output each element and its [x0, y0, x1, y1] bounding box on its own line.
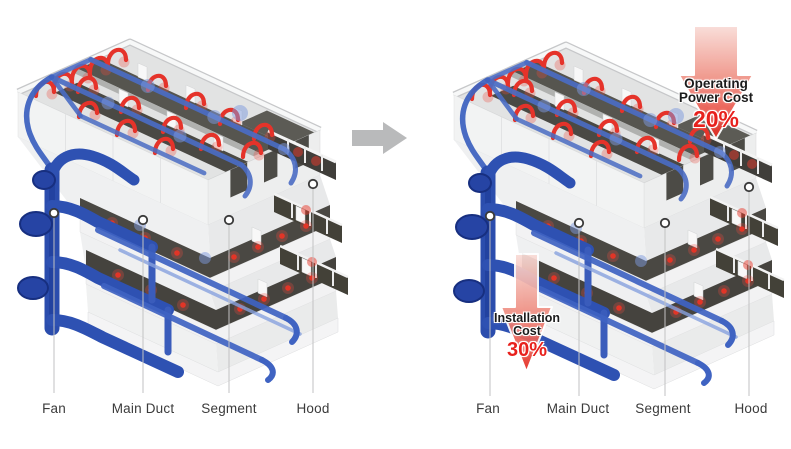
- operating-cost-label-line2: Power Cost: [678, 90, 754, 106]
- transition-right-arrow-icon: [352, 122, 407, 154]
- label-segment-left: Segment: [201, 401, 257, 416]
- installation-cost-callout: Installation Cost 30%: [494, 311, 560, 361]
- installation-cost-value: 30%: [506, 338, 548, 361]
- installation-cost-label-line2: Cost: [513, 324, 541, 339]
- building-illustration-left: [18, 42, 348, 393]
- operating-cost-label-line1: Operating: [684, 76, 748, 91]
- operating-power-cost-callout: Operating Power Cost 20%: [678, 76, 754, 132]
- label-fan-right: Fan: [476, 401, 500, 416]
- label-main-duct-left: Main Duct: [111, 401, 175, 416]
- operating-cost-down-arrow-icon: [678, 25, 754, 140]
- operating-cost-value: 20%: [692, 105, 740, 132]
- label-main-duct-right: Main Duct: [546, 401, 610, 416]
- label-segment-right: Segment: [635, 401, 691, 416]
- label-fan-left: Fan: [42, 401, 66, 416]
- installation-cost-label-line1: Installation: [494, 311, 560, 325]
- label-hood-right: Hood: [734, 401, 768, 416]
- installation-cost-down-arrow-icon: [500, 253, 553, 373]
- label-hood-left: Hood: [296, 401, 330, 416]
